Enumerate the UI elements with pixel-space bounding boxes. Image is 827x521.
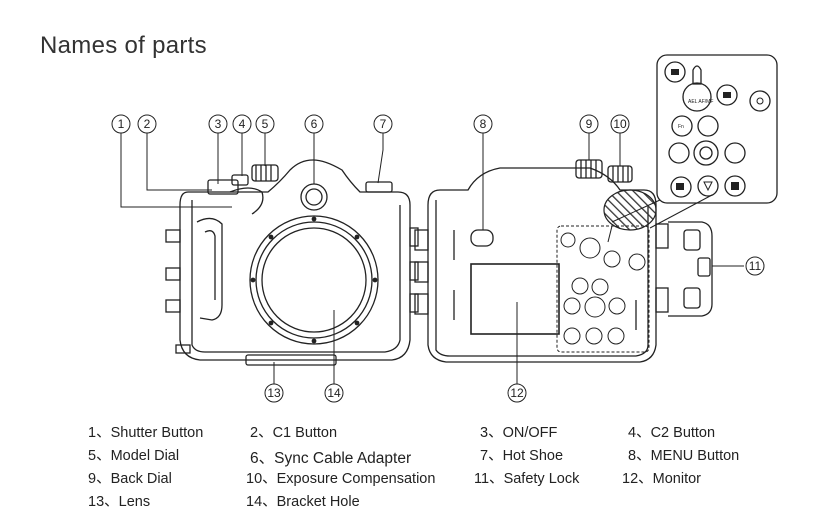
legend-label: ON/OFF xyxy=(502,425,558,441)
callout-number: 8 xyxy=(480,117,487,131)
callout-number: 4 xyxy=(239,117,246,131)
callout-circle xyxy=(232,114,252,134)
legend-item-4: 4、C2 Button xyxy=(628,421,715,442)
callout-circle xyxy=(373,114,393,134)
callout-14: 14 xyxy=(324,383,344,403)
legend-item-11: 11、Safety Lock xyxy=(474,467,579,488)
callout-1: 1 xyxy=(111,114,131,134)
legend-number: 14、 xyxy=(246,494,277,510)
legend-item-6: 6、Sync Cable Adapter xyxy=(250,446,411,468)
page-title: Names of parts xyxy=(40,32,207,59)
leader-lines xyxy=(120,133,744,384)
callout-number: 3 xyxy=(215,117,222,131)
ael-afmf-label: AEL AF/MF xyxy=(688,99,713,105)
legend-label: Sync Cable Adapter xyxy=(274,450,412,467)
callout-number: 2 xyxy=(144,117,151,131)
callout-circle xyxy=(304,114,324,134)
back-housing xyxy=(414,159,713,363)
back-control-buttons xyxy=(560,232,646,345)
legend-number: 12、 xyxy=(622,471,653,487)
callout-circle xyxy=(208,114,228,134)
legend-number: 13、 xyxy=(88,494,119,510)
callout-7: 7 xyxy=(373,114,393,134)
legend-number: 1、 xyxy=(88,425,111,441)
legend-label: C2 Button xyxy=(650,425,716,441)
callout-4: 4 xyxy=(232,114,252,134)
legend-label: MENU Button xyxy=(650,448,740,464)
legend-label: Model Dial xyxy=(110,448,180,464)
legend-number: 4、 xyxy=(628,425,651,441)
legend-label: Hot Shoe xyxy=(502,448,564,464)
callout-number: 5 xyxy=(262,117,269,131)
legend-number: 3、 xyxy=(480,425,503,441)
front-housing xyxy=(165,159,419,366)
callout-circle xyxy=(264,383,284,403)
callout-circle xyxy=(579,114,599,134)
legend-label: Bracket Hole xyxy=(276,494,360,510)
callout-number: 6 xyxy=(311,117,318,131)
legend-item-3: 3、ON/OFF xyxy=(480,421,557,442)
legend-label: C1 Button xyxy=(272,425,338,441)
callout-8: 8 xyxy=(473,114,493,134)
callout-circle xyxy=(610,114,630,134)
magnifier-hatch xyxy=(603,189,657,231)
legend-label: Exposure Compensation xyxy=(276,471,436,487)
legend-number: 8、 xyxy=(628,448,651,464)
callout-6: 6 xyxy=(304,114,324,134)
callout-circle xyxy=(507,383,527,403)
legend-label: Safety Lock xyxy=(503,471,580,487)
legend-label: Monitor xyxy=(652,471,701,487)
legend-item-7: 7、Hot Shoe xyxy=(480,444,563,465)
lens-port-screws xyxy=(250,216,378,344)
legend-item-8: 8、MENU Button xyxy=(628,444,739,465)
callout-number: 12 xyxy=(510,386,524,400)
control-panel-inset xyxy=(656,54,778,204)
legend-item-5: 5、Model Dial xyxy=(88,444,179,465)
callout-2: 2 xyxy=(137,114,157,134)
legend-item-12: 12、Monitor xyxy=(622,467,701,488)
callout-number: 7 xyxy=(380,117,387,131)
legend-item-2: 2、C1 Button xyxy=(250,421,337,442)
callout-12: 12 xyxy=(507,383,527,403)
callout-circle xyxy=(745,256,765,276)
callout-number: 9 xyxy=(586,117,593,131)
legend-item-14: 14、Bracket Hole xyxy=(246,490,360,511)
callout-11: 11 xyxy=(745,256,765,276)
legend-item-10: 10、Exposure Compensation xyxy=(246,467,435,488)
legend-number: 6、 xyxy=(250,450,275,467)
control-panel-icon-glyphs xyxy=(671,69,764,192)
legend-number: 9、 xyxy=(88,471,111,487)
legend-label: Back Dial xyxy=(110,471,172,487)
callout-circle xyxy=(137,114,157,134)
callout-number: 1 xyxy=(118,117,125,131)
legend-number: 5、 xyxy=(88,448,111,464)
legend-number: 10、 xyxy=(246,471,277,487)
callout-9: 9 xyxy=(579,114,599,134)
legend-item-1: 1、Shutter Button xyxy=(88,421,203,442)
callout-number: 13 xyxy=(267,386,281,400)
callout-circle xyxy=(473,114,493,134)
legend-item-9: 9、Back Dial xyxy=(88,467,172,488)
callout-5: 5 xyxy=(255,114,275,134)
callout-13: 13 xyxy=(264,383,284,403)
callout-circle xyxy=(255,114,275,134)
callout-number: 11 xyxy=(749,259,762,273)
legend-number: 7、 xyxy=(480,448,503,464)
legend-label: Lens xyxy=(118,494,151,510)
callout-circle xyxy=(324,383,344,403)
callout-number: 14 xyxy=(327,386,341,400)
legend-label: Shutter Button xyxy=(110,425,204,441)
zoom-guide-lines xyxy=(607,194,713,243)
fn-label: Fn xyxy=(678,124,684,130)
legend-item-13: 13、Lens xyxy=(88,490,150,511)
callout-circle xyxy=(111,114,131,134)
callout-10: 10 xyxy=(610,114,630,134)
legend-number: 11、 xyxy=(474,471,504,487)
callout-number: 10 xyxy=(613,117,627,131)
callout-3: 3 xyxy=(208,114,228,134)
legend-number: 2、 xyxy=(250,425,273,441)
